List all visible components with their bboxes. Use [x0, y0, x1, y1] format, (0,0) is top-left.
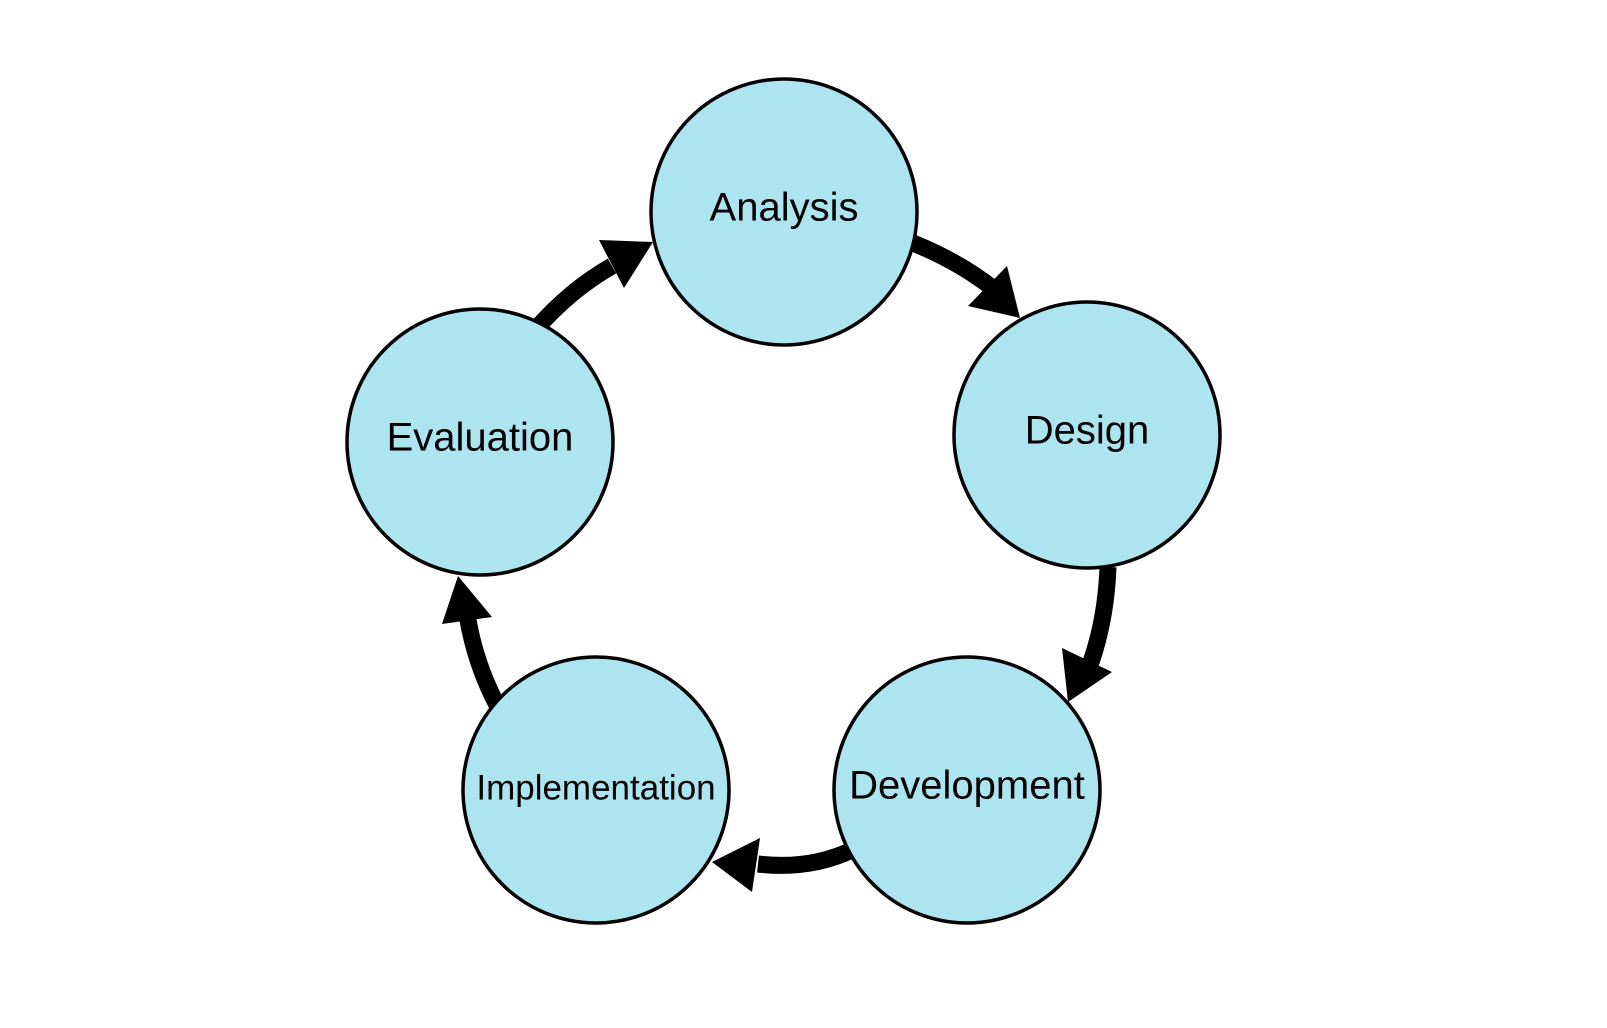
arrow-implementation-to-evaluation	[442, 576, 505, 709]
node-label: Development	[849, 764, 1085, 808]
node-evaluation: Evaluation	[345, 307, 615, 577]
node-label: Implementation	[476, 768, 715, 807]
node-analysis: Analysis	[649, 77, 919, 347]
node-design: Design	[952, 300, 1222, 570]
arrow-analysis-to-design	[909, 235, 1020, 318]
arrow-development-to-implementation	[712, 838, 856, 892]
node-development: Development	[832, 655, 1102, 925]
node-label: Analysis	[710, 186, 859, 230]
node-label: Design	[1025, 409, 1150, 453]
arrow-design-to-development	[1062, 566, 1117, 702]
arrow-evaluation-to-analysis	[529, 240, 653, 335]
node-implementation: Implementation	[461, 655, 731, 925]
node-label: Evaluation	[387, 416, 574, 460]
